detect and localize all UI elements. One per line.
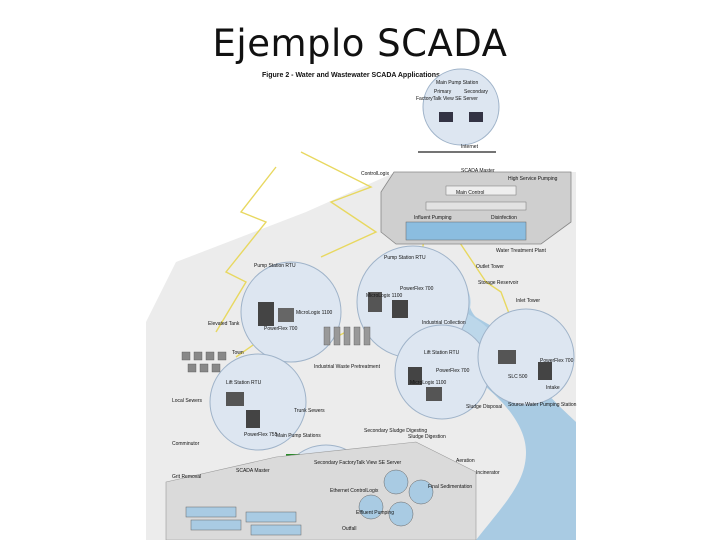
label-primary: Primary bbox=[434, 89, 452, 95]
label-storage-reservoir: Storage Reservoir bbox=[478, 280, 519, 286]
label-pump-station-rtu-left: Pump Station RTU bbox=[254, 263, 296, 269]
label-elevated-tank: Elevated Tank bbox=[208, 321, 240, 327]
label-micrologix-1100-b: MicroLogix 1100 bbox=[296, 310, 333, 316]
label-industrial-waste-pretreatment: Industrial Waste Pretreatment bbox=[314, 364, 381, 370]
label-lift-station-rtu: Lift Station RTU bbox=[424, 350, 460, 356]
label-disinfection: Disinfection bbox=[491, 215, 517, 221]
label-powerflex-700-d: PowerFlex 700 bbox=[540, 358, 574, 364]
label-water-treatment-plant: Water Treatment Plant bbox=[496, 248, 546, 254]
label-powerflex-700-b: PowerFlex 700 bbox=[264, 326, 298, 332]
label-incinerator: Incinerator bbox=[476, 470, 500, 476]
label-slc-500: SLC 500 bbox=[508, 374, 528, 380]
label-internet: Internet bbox=[461, 144, 479, 150]
label-grit-removal: Grit Removal bbox=[172, 474, 201, 480]
figure-caption: Figure 2 - Water and Wastewater SCADA Ap… bbox=[262, 72, 440, 79]
label-powerflex-700-a: PowerFlex 700 bbox=[400, 286, 434, 292]
label-micrologix-1100-a: MicroLogix 1100 bbox=[366, 293, 403, 299]
label-main-pump-stations: Main Pump Stations bbox=[276, 433, 321, 439]
slide-title: Ejemplo SCADA bbox=[0, 22, 720, 65]
label-sludge-digestion: Sludge Digestion bbox=[408, 434, 446, 440]
label-main-control: Main Control bbox=[456, 190, 484, 196]
label-main-pump-station: Main Pump Station bbox=[436, 80, 478, 86]
scada-diagram: Figure 2 - Water and Wastewater SCADA Ap… bbox=[146, 62, 580, 540]
label-ethernet-controllogix: Ethernet ControlLogix bbox=[330, 488, 379, 494]
label-secondary-server: Secondary FactoryTalk View SE Server bbox=[314, 460, 402, 466]
label-outfall: Outfall bbox=[342, 526, 356, 532]
label-industrial-collection: Industrial Collection bbox=[422, 320, 466, 326]
label-powerflex-755: PowerFlex 755 bbox=[244, 432, 278, 438]
water-treatment-plant bbox=[381, 172, 571, 244]
label-inlet-tower: Inlet Tower bbox=[516, 298, 540, 304]
label-town: Town bbox=[232, 350, 244, 356]
label-intake: Intake bbox=[546, 385, 560, 391]
label-lift-station-rtu-left: Lift Station RTU bbox=[226, 380, 262, 386]
label-pump-station-rtu: Pump Station RTU bbox=[384, 255, 426, 261]
label-micrologix-1100-c: MicroLogix 1100 bbox=[410, 380, 447, 386]
label-scada-master: SCADA Master bbox=[461, 168, 495, 174]
label-secondary: Secondary bbox=[464, 89, 488, 95]
label-comminutor: Comminutor bbox=[172, 441, 200, 447]
label-final-sedimentation: Final Sedimentation bbox=[428, 484, 472, 490]
label-influent-pumping: Influent Pumping bbox=[414, 215, 452, 221]
label-outlet-tower: Outlet Tower bbox=[476, 264, 504, 270]
label-aeration: Aeration bbox=[456, 458, 475, 464]
label-effluent-pumping: Effluent Pumping bbox=[356, 510, 394, 516]
label-powerflex-700-c: PowerFlex 700 bbox=[436, 368, 470, 374]
label-server-primary: FactoryTalk View SE Server bbox=[416, 96, 478, 102]
label-trunk-sewers: Trunk Sewers bbox=[294, 408, 325, 414]
label-scada-master-bottom: SCADA Master bbox=[236, 468, 270, 474]
label-controllogix: ControlLogix bbox=[361, 171, 390, 177]
label-high-service-pumping: High Service Pumping bbox=[508, 176, 558, 182]
label-sludge-disposal: Sludge Disposal bbox=[466, 404, 502, 410]
label-local-sewers: Local Sewers bbox=[172, 398, 203, 404]
label-source-water-pumping-station: Source Water Pumping Station bbox=[508, 402, 577, 408]
